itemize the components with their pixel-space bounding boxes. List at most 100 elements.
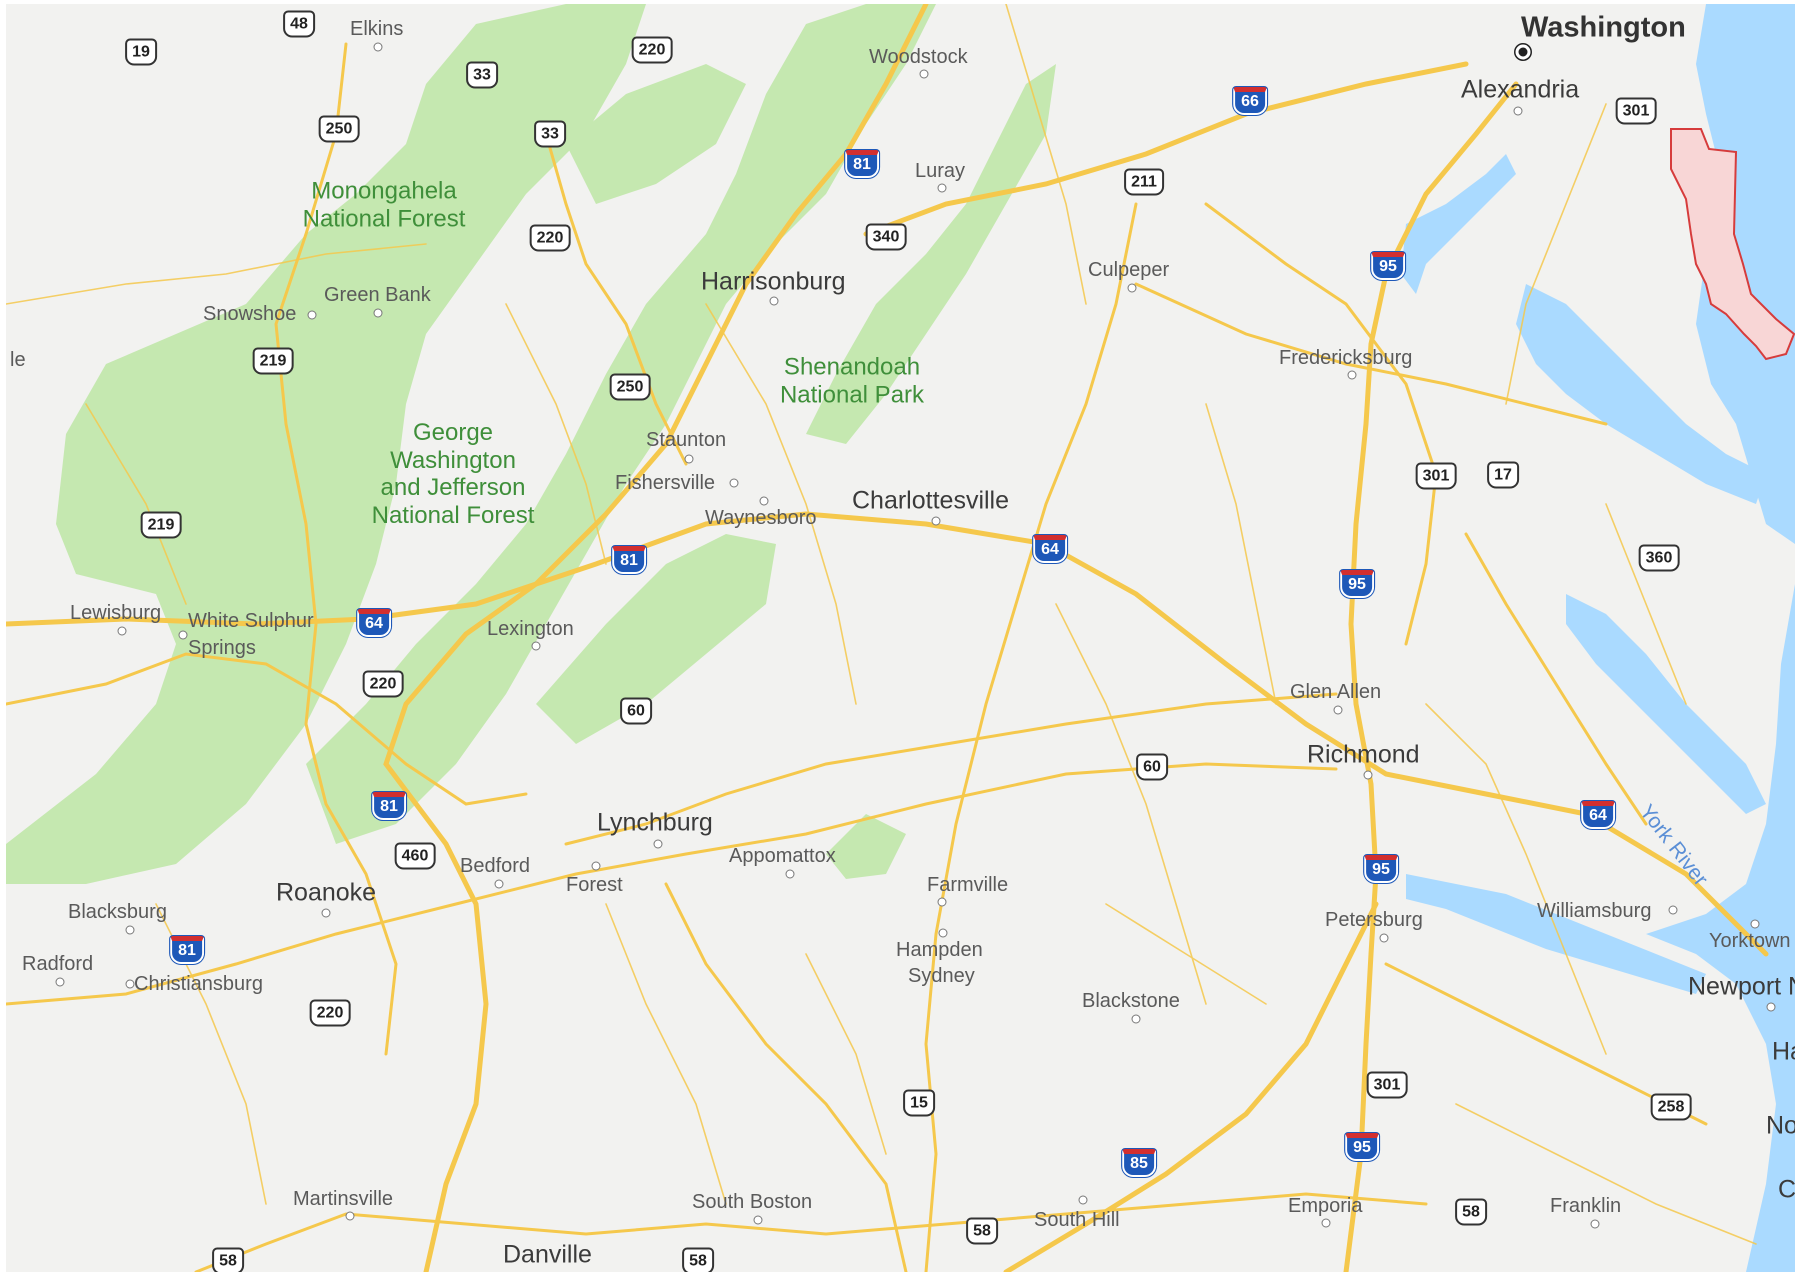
us-route-shield-58: 58 <box>966 1217 998 1245</box>
us-route-shield-250: 250 <box>609 373 651 401</box>
city-label-luray[interactable]: Luray <box>915 160 966 182</box>
us-route-shield-220: 220 <box>362 670 404 698</box>
city-label-south-hill[interactable]: South Hill <box>1034 1209 1120 1231</box>
city-label-danville[interactable]: Danville <box>503 1240 592 1269</box>
city-dot-charlottesville <box>931 516 941 526</box>
park-label-monongahela-national-forest[interactable]: Monongahela National Forest <box>302 177 466 232</box>
city-label-roanoke[interactable]: Roanoke <box>276 878 377 907</box>
interstate-shield-81: 81 <box>612 546 646 574</box>
city-label-lewisburg[interactable]: Lewisburg <box>70 602 162 624</box>
us-route-shield-19: 19 <box>125 38 157 66</box>
us-route-shield-460: 460 <box>394 842 436 870</box>
interstate-shield-81: 81 <box>845 150 879 178</box>
city-label-green-bank[interactable]: Green Bank <box>324 284 431 306</box>
city-dot-south-hill <box>1078 1195 1088 1205</box>
city-label-fredericksburg[interactable]: Fredericksburg <box>1279 347 1413 369</box>
city-dot-woodstock <box>919 69 929 79</box>
george-washington-forest <box>6 4 646 884</box>
city-label-springs[interactable]: Springs <box>188 637 256 659</box>
city-label-culpeper[interactable]: Culpeper <box>1088 259 1170 281</box>
city-label-radford[interactable]: Radford <box>22 953 94 975</box>
us-route-shield-58: 58 <box>1455 1198 1487 1226</box>
lower-bay <box>1646 584 1795 1272</box>
interstate-shield-64: 64 <box>1581 801 1615 829</box>
city-label-south-boston[interactable]: South Boston <box>692 1191 813 1213</box>
city-label-franklin[interactable]: Franklin <box>1550 1195 1622 1217</box>
interstate-shield-81: 81 <box>372 792 406 820</box>
city-label-woodstock[interactable]: Woodstock <box>869 46 968 68</box>
city-label-lexington[interactable]: Lexington <box>487 618 574 640</box>
city-dot-lewisburg <box>117 626 127 636</box>
route-250 <box>544 132 688 466</box>
city-label-martinsville[interactable]: Martinsville <box>293 1188 394 1210</box>
city-dot-south-boston <box>753 1215 763 1225</box>
city-label-charlottesville[interactable]: Charlottesville <box>852 486 1010 515</box>
park-label-george-washington-and-jefferson-national-forest[interactable]: George Washington and Jefferson National… <box>371 418 535 529</box>
city-label-white-sulphur[interactable]: White Sulphur <box>188 610 314 632</box>
city-label-yorktown[interactable]: Yorktown <box>1709 930 1791 952</box>
city-label-sydney[interactable]: Sydney <box>908 965 975 987</box>
city-label-richmond[interactable]: Richmond <box>1307 740 1420 769</box>
city-label-elkins[interactable]: Elkins <box>350 18 404 40</box>
city-label-blackstone[interactable]: Blackstone <box>1082 990 1180 1012</box>
us-route-shield-220: 220 <box>309 999 351 1027</box>
highlighted-region[interactable] <box>1670 128 1795 361</box>
city-label-nor[interactable]: Nor <box>1766 1111 1795 1140</box>
city-label-hampden[interactable]: Hampden <box>896 939 983 961</box>
us-route-shield-301: 301 <box>1415 462 1457 490</box>
city-label-lynchburg[interactable]: Lynchburg <box>597 808 713 837</box>
interstate-shield-95: 95 <box>1345 1133 1379 1161</box>
city-dot-luray <box>937 183 947 193</box>
city-label-waynesboro[interactable]: Waynesboro <box>705 507 817 529</box>
route-501 <box>664 882 908 1272</box>
interstate-shield-95: 95 <box>1371 252 1405 280</box>
city-label-christiansburg[interactable]: Christiansburg <box>134 973 263 995</box>
city-dot-washington <box>1515 44 1531 60</box>
city-label-appomattox[interactable]: Appomattox <box>729 845 836 867</box>
us-route-shield-58: 58 <box>212 1247 244 1272</box>
city-label-le[interactable]: le <box>10 349 26 371</box>
city-label-farmville[interactable]: Farmville <box>927 874 1009 896</box>
route-301 <box>1204 202 1438 646</box>
interstate-shield-64: 64 <box>1033 535 1067 563</box>
city-label-emporia[interactable]: Emporia <box>1288 1195 1363 1217</box>
city-label-glen-allen[interactable]: Glen Allen <box>1290 681 1382 703</box>
city-label-washington[interactable]: Washington <box>1521 11 1686 44</box>
us-route-shield-301: 301 <box>1615 97 1657 125</box>
city-dot-staunton <box>684 454 694 464</box>
city-label-snowshoe[interactable]: Snowshoe <box>203 303 297 325</box>
city-dot-culpeper <box>1127 283 1137 293</box>
interstate-shield-95: 95 <box>1340 570 1374 598</box>
city-label-bedford[interactable]: Bedford <box>460 855 531 877</box>
us-route-shield-58: 58 <box>682 1247 714 1272</box>
city-label-forest[interactable]: Forest <box>566 874 623 896</box>
city-dot-franklin <box>1590 1219 1600 1229</box>
minor-roads <box>6 4 1757 1245</box>
city-label-fishersville[interactable]: Fishersville <box>615 472 716 494</box>
interstate-66 <box>863 61 1469 237</box>
route-60-west <box>6 652 528 806</box>
city-label-harrisonburg[interactable]: Harrisonburg <box>701 267 846 296</box>
city-label-blacksburg[interactable]: Blacksburg <box>68 901 167 923</box>
city-dot-green-bank <box>373 308 383 318</box>
city-label-newport-n[interactable]: Newport N <box>1688 972 1795 1001</box>
city-label-ch[interactable]: Ch <box>1778 1175 1795 1204</box>
route-220 <box>274 42 398 1056</box>
city-dot-bedford <box>494 879 504 889</box>
route-58 <box>194 1192 1428 1272</box>
city-label-williamsburg[interactable]: Williamsburg <box>1537 900 1652 922</box>
us-route-shield-220: 220 <box>631 36 673 64</box>
city-label-alexandria[interactable]: Alexandria <box>1461 75 1580 104</box>
park-label-shenandoah-national-park[interactable]: Shenandoah National Park <box>779 353 925 408</box>
city-dot-elkins <box>373 42 383 52</box>
city-dot-hampden <box>938 928 948 938</box>
city-label-ha[interactable]: Ha <box>1772 1037 1795 1066</box>
city-label-staunton[interactable]: Staunton <box>646 429 727 451</box>
interstate-85 <box>1003 901 1379 1272</box>
city-dot-snowshoe <box>307 310 317 320</box>
city-dot-alexandria <box>1513 106 1523 116</box>
city-dot-farmville <box>937 897 947 907</box>
route-460 <box>6 762 1338 1006</box>
city-label-petersburg[interactable]: Petersburg <box>1325 909 1423 931</box>
